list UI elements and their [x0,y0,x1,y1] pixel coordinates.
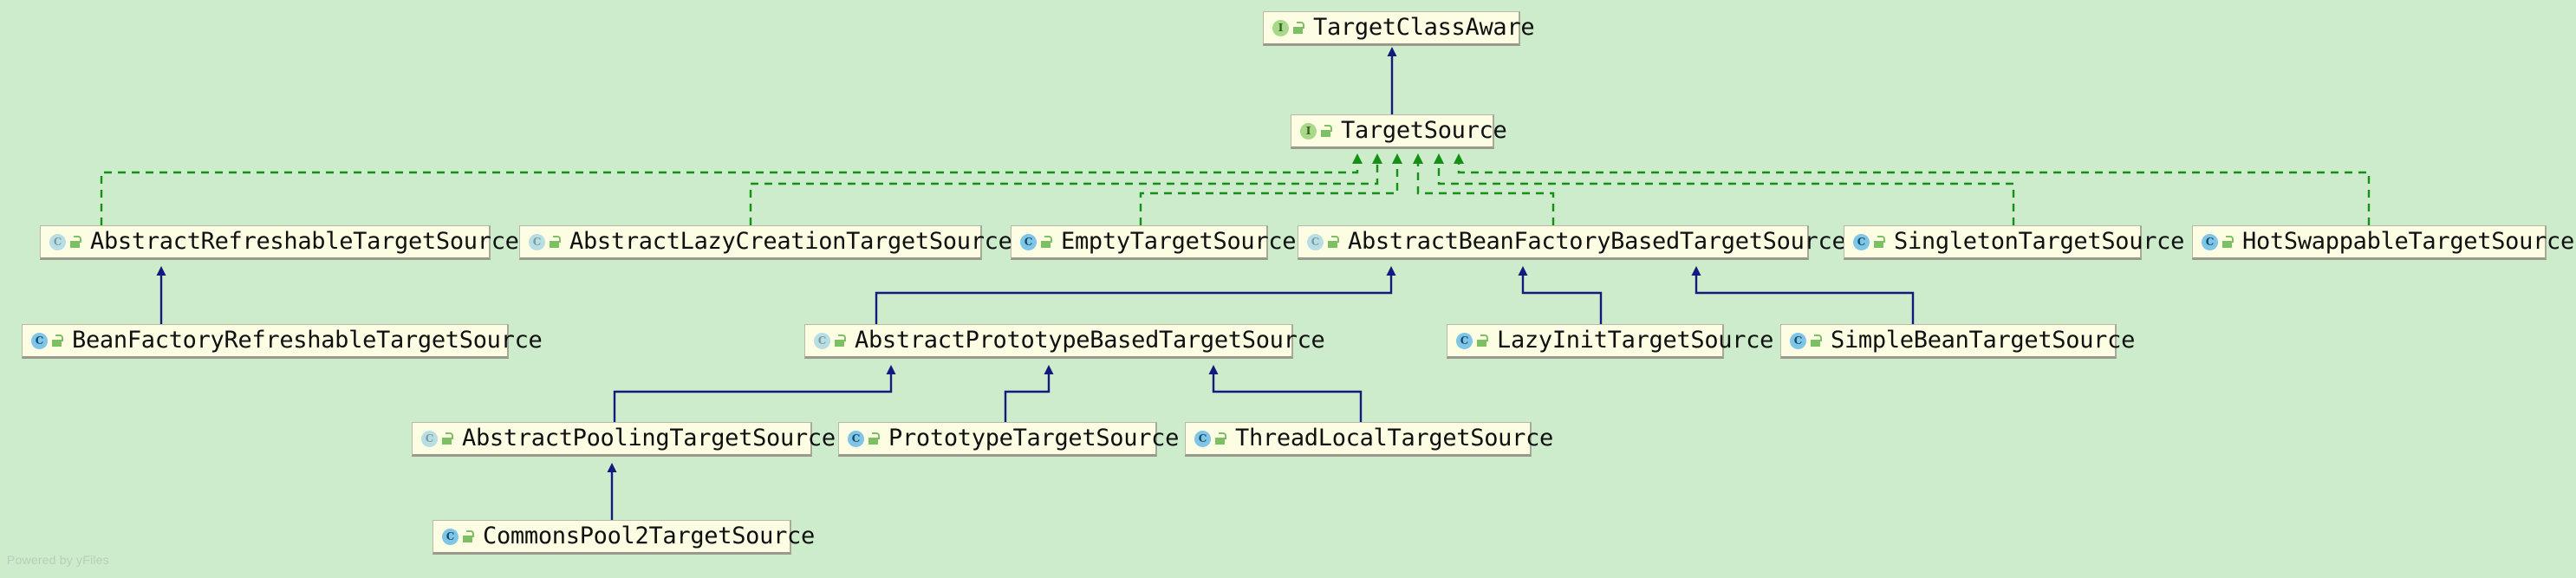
public-lock-icon [441,432,453,445]
class-icon: C [814,332,830,349]
class-icon: C [1194,430,1211,447]
node-icons: C [442,528,474,545]
class-icon: C [848,430,864,447]
class-node-label: AbstractBeanFactoryBasedTargetSource [1348,228,1846,255]
edge-AbstractPoolingTargetSource-to-AbstractPrototypeBasedTargetSource [613,365,896,422]
edge-AbstractPrototypeBasedTargetSource-to-AbstractBeanFactoryBasedTargetSource [875,266,1396,324]
interface-icon: I [1300,122,1317,140]
class-node-TargetSource[interactable]: I TargetSource [1291,114,1507,149]
class-node-TargetClassAware[interactable]: I TargetClassAware [1263,11,1535,46]
class-icon: C [1307,233,1324,250]
class-icon: C [1853,233,1870,250]
class-node-label: PrototypeTargetSource [888,425,1180,451]
class-icon: C [1456,332,1473,349]
public-lock-icon [868,432,880,445]
node-icons: C [1853,233,1885,250]
class-node-LazyInitTargetSource[interactable]: C LazyInitTargetSource [1447,324,1773,359]
edge-LazyInitTargetSource-to-AbstractBeanFactoryBasedTargetSource [1518,266,1603,324]
class-node-label: AbstractPoolingTargetSource [462,425,836,451]
class-node-BeanFactoryRefreshableTargetSource[interactable]: C BeanFactoryRefreshableTargetSource [22,324,543,359]
class-icon: C [1020,233,1037,250]
edge-EmptyTargetSource-to-TargetSource [1139,153,1402,225]
class-icon: C [421,430,438,447]
edge-AbstractLazyCreationTargetSource-to-TargetSource [749,153,1382,225]
class-node-label: EmptyTargetSource [1061,228,1297,255]
edge-AbstractRefreshableTargetSource-to-TargetSource [100,153,1363,225]
node-icons: C [814,332,846,349]
class-node-label: AbstractPrototypeBasedTargetSource [855,327,1325,354]
class-node-label: TargetClassAware [1313,14,1535,41]
public-lock-icon [1810,334,1822,347]
public-lock-icon [69,236,81,248]
public-lock-icon [1320,125,1332,137]
edge-SingletonTargetSource-to-TargetSource [1434,153,2015,225]
node-icons: C [1020,233,1052,250]
class-node-SimpleBeanTargetSource[interactable]: C SimpleBeanTargetSource [1780,324,2135,359]
class-node-label: AbstractLazyCreationTargetSource [569,228,1012,255]
class-icon: C [442,528,459,545]
node-icons: C [1790,332,1822,349]
class-node-AbstractLazyCreationTargetSource[interactable]: C AbstractLazyCreationTargetSource [519,225,1012,260]
class-icon: C [49,233,66,250]
class-node-label: CommonsPool2TargetSource [483,523,815,549]
public-lock-icon [834,334,846,347]
class-node-label: AbstractRefreshableTargetSource [90,228,519,255]
class-node-AbstractBeanFactoryBasedTargetSource[interactable]: C AbstractBeanFactoryBasedTargetSource [1298,225,1846,260]
class-node-AbstractPrototypeBasedTargetSource[interactable]: C AbstractPrototypeBasedTargetSource [804,324,1325,359]
edge-SimpleBeanTargetSource-to-AbstractBeanFactoryBasedTargetSource [1691,266,1915,324]
class-node-AbstractPoolingTargetSource[interactable]: C AbstractPoolingTargetSource [412,422,836,457]
class-node-CommonsPool2TargetSource[interactable]: C CommonsPool2TargetSource [433,520,815,555]
class-icon: C [2202,233,2218,250]
class-node-PrototypeTargetSource[interactable]: C PrototypeTargetSource [838,422,1179,457]
class-node-label: BeanFactoryRefreshableTargetSource [72,327,543,354]
class-node-label: TargetSource [1341,117,1507,144]
node-icons: C [31,332,63,349]
public-lock-icon [2221,236,2234,248]
node-icons: C [49,233,81,250]
yfiles-watermark: Powered by yFiles [7,553,109,567]
class-node-AbstractRefreshableTargetSource[interactable]: C AbstractRefreshableTargetSource [40,225,519,260]
class-node-label: SimpleBeanTargetSource [1831,327,2136,354]
class-node-ThreadLocalTargetSource[interactable]: C ThreadLocalTargetSource [1185,422,1553,457]
node-icons: C [848,430,880,447]
node-icons: C [421,430,453,447]
node-icons: C [1194,430,1226,447]
edge-AbstractBeanFactoryBasedTargetSource-to-TargetSource [1413,153,1555,225]
public-lock-icon [1292,22,1304,34]
edge-HotSwappableTargetSource-to-TargetSource [1454,153,2371,225]
class-node-EmptyTargetSource[interactable]: C EmptyTargetSource [1011,225,1297,260]
class-icon: C [529,233,545,250]
class-node-label: HotSwappableTargetSource [2242,228,2574,255]
class-node-HotSwappableTargetSource[interactable]: C HotSwappableTargetSource [2192,225,2574,260]
public-lock-icon [1214,432,1226,445]
node-icons: C [1307,233,1339,250]
public-lock-icon [462,530,474,542]
class-node-label: ThreadLocalTargetSource [1235,425,1553,451]
public-lock-icon [1040,236,1052,248]
edge-ThreadLocalTargetSource-to-AbstractPrototypeBasedTargetSource [1208,365,1363,422]
node-icons: C [1456,332,1488,349]
node-icons: C [2202,233,2234,250]
class-icon: C [1790,332,1806,349]
node-icons: C [529,233,561,250]
public-lock-icon [1327,236,1339,248]
edge-PrototypeTargetSource-to-AbstractPrototypeBasedTargetSource [1004,365,1054,422]
node-icons: I [1300,122,1332,140]
class-icon: C [31,332,48,349]
public-lock-icon [1476,334,1488,347]
public-lock-icon [1873,236,1885,248]
class-node-SingletonTargetSource[interactable]: C SingletonTargetSource [1844,225,2184,260]
class-node-label: SingletonTargetSource [1894,228,2185,255]
public-lock-icon [51,334,63,347]
interface-icon: I [1272,19,1289,36]
class-node-label: LazyInitTargetSource [1497,327,1774,354]
node-icons: I [1272,19,1304,36]
public-lock-icon [549,236,561,248]
